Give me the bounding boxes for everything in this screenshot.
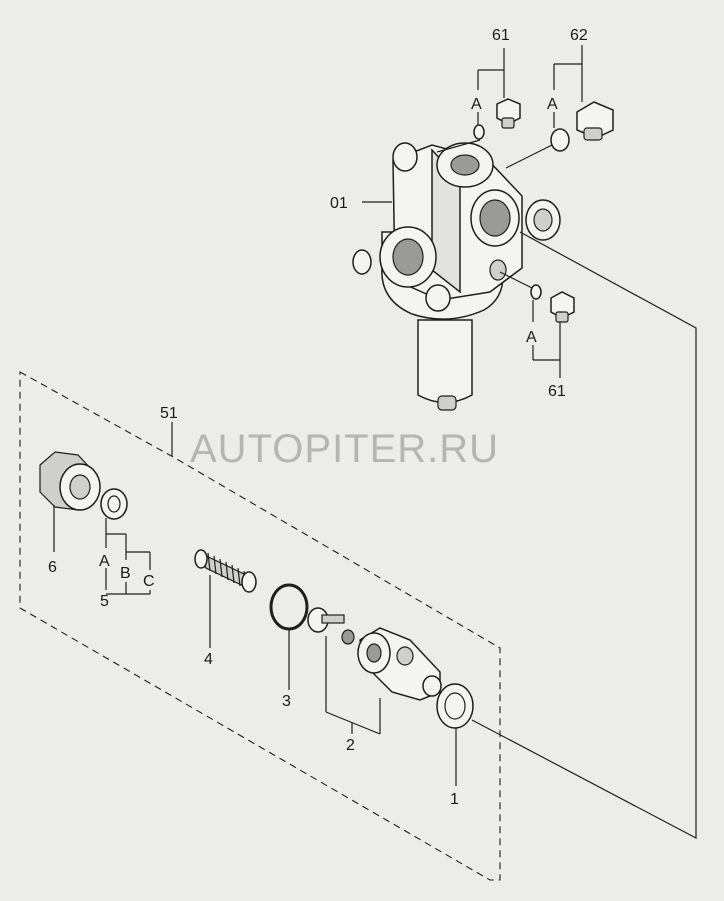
- callout-a-bottom: A: [526, 329, 537, 346]
- o-ring-a-top-left: [473, 124, 485, 140]
- callout-51: 51: [160, 405, 178, 422]
- callout-2: 2: [346, 737, 355, 754]
- callout-a-kit: A: [99, 553, 110, 570]
- callout-61-top: 61: [492, 27, 510, 44]
- callout-a-top-left: A: [471, 96, 482, 113]
- callout-1: 1: [450, 791, 459, 808]
- part-3-o-ring: [269, 583, 309, 631]
- callout-b-kit: B: [120, 565, 131, 582]
- callout-3: 3: [282, 693, 291, 710]
- o-ring-a-top-right: [550, 128, 570, 152]
- part-2-valve-assembly: [307, 607, 442, 701]
- valve-body: [352, 142, 561, 411]
- o-ring-a-bottom: [530, 284, 542, 300]
- plug-62: [576, 101, 614, 141]
- kit-51-boundary: [19, 371, 501, 881]
- part-1-washer: [436, 683, 474, 729]
- callout-5: 5: [100, 593, 109, 610]
- part-6-plug: [39, 451, 101, 511]
- part-4-spring: [194, 549, 257, 593]
- callout-62: 62: [570, 27, 588, 44]
- callout-6: 6: [48, 559, 57, 576]
- callout-a-top-right: A: [547, 96, 558, 113]
- callout-4: 4: [204, 651, 213, 668]
- watermark: AUTOPITER.RU: [190, 427, 499, 471]
- plug-61-bottom: [550, 291, 575, 323]
- callout-c-kit: C: [143, 573, 155, 590]
- callout-01: 01: [330, 195, 348, 212]
- plug-61-top: [496, 98, 521, 129]
- part-5-washer: [100, 488, 128, 520]
- callout-61-bottom: 61: [548, 383, 566, 400]
